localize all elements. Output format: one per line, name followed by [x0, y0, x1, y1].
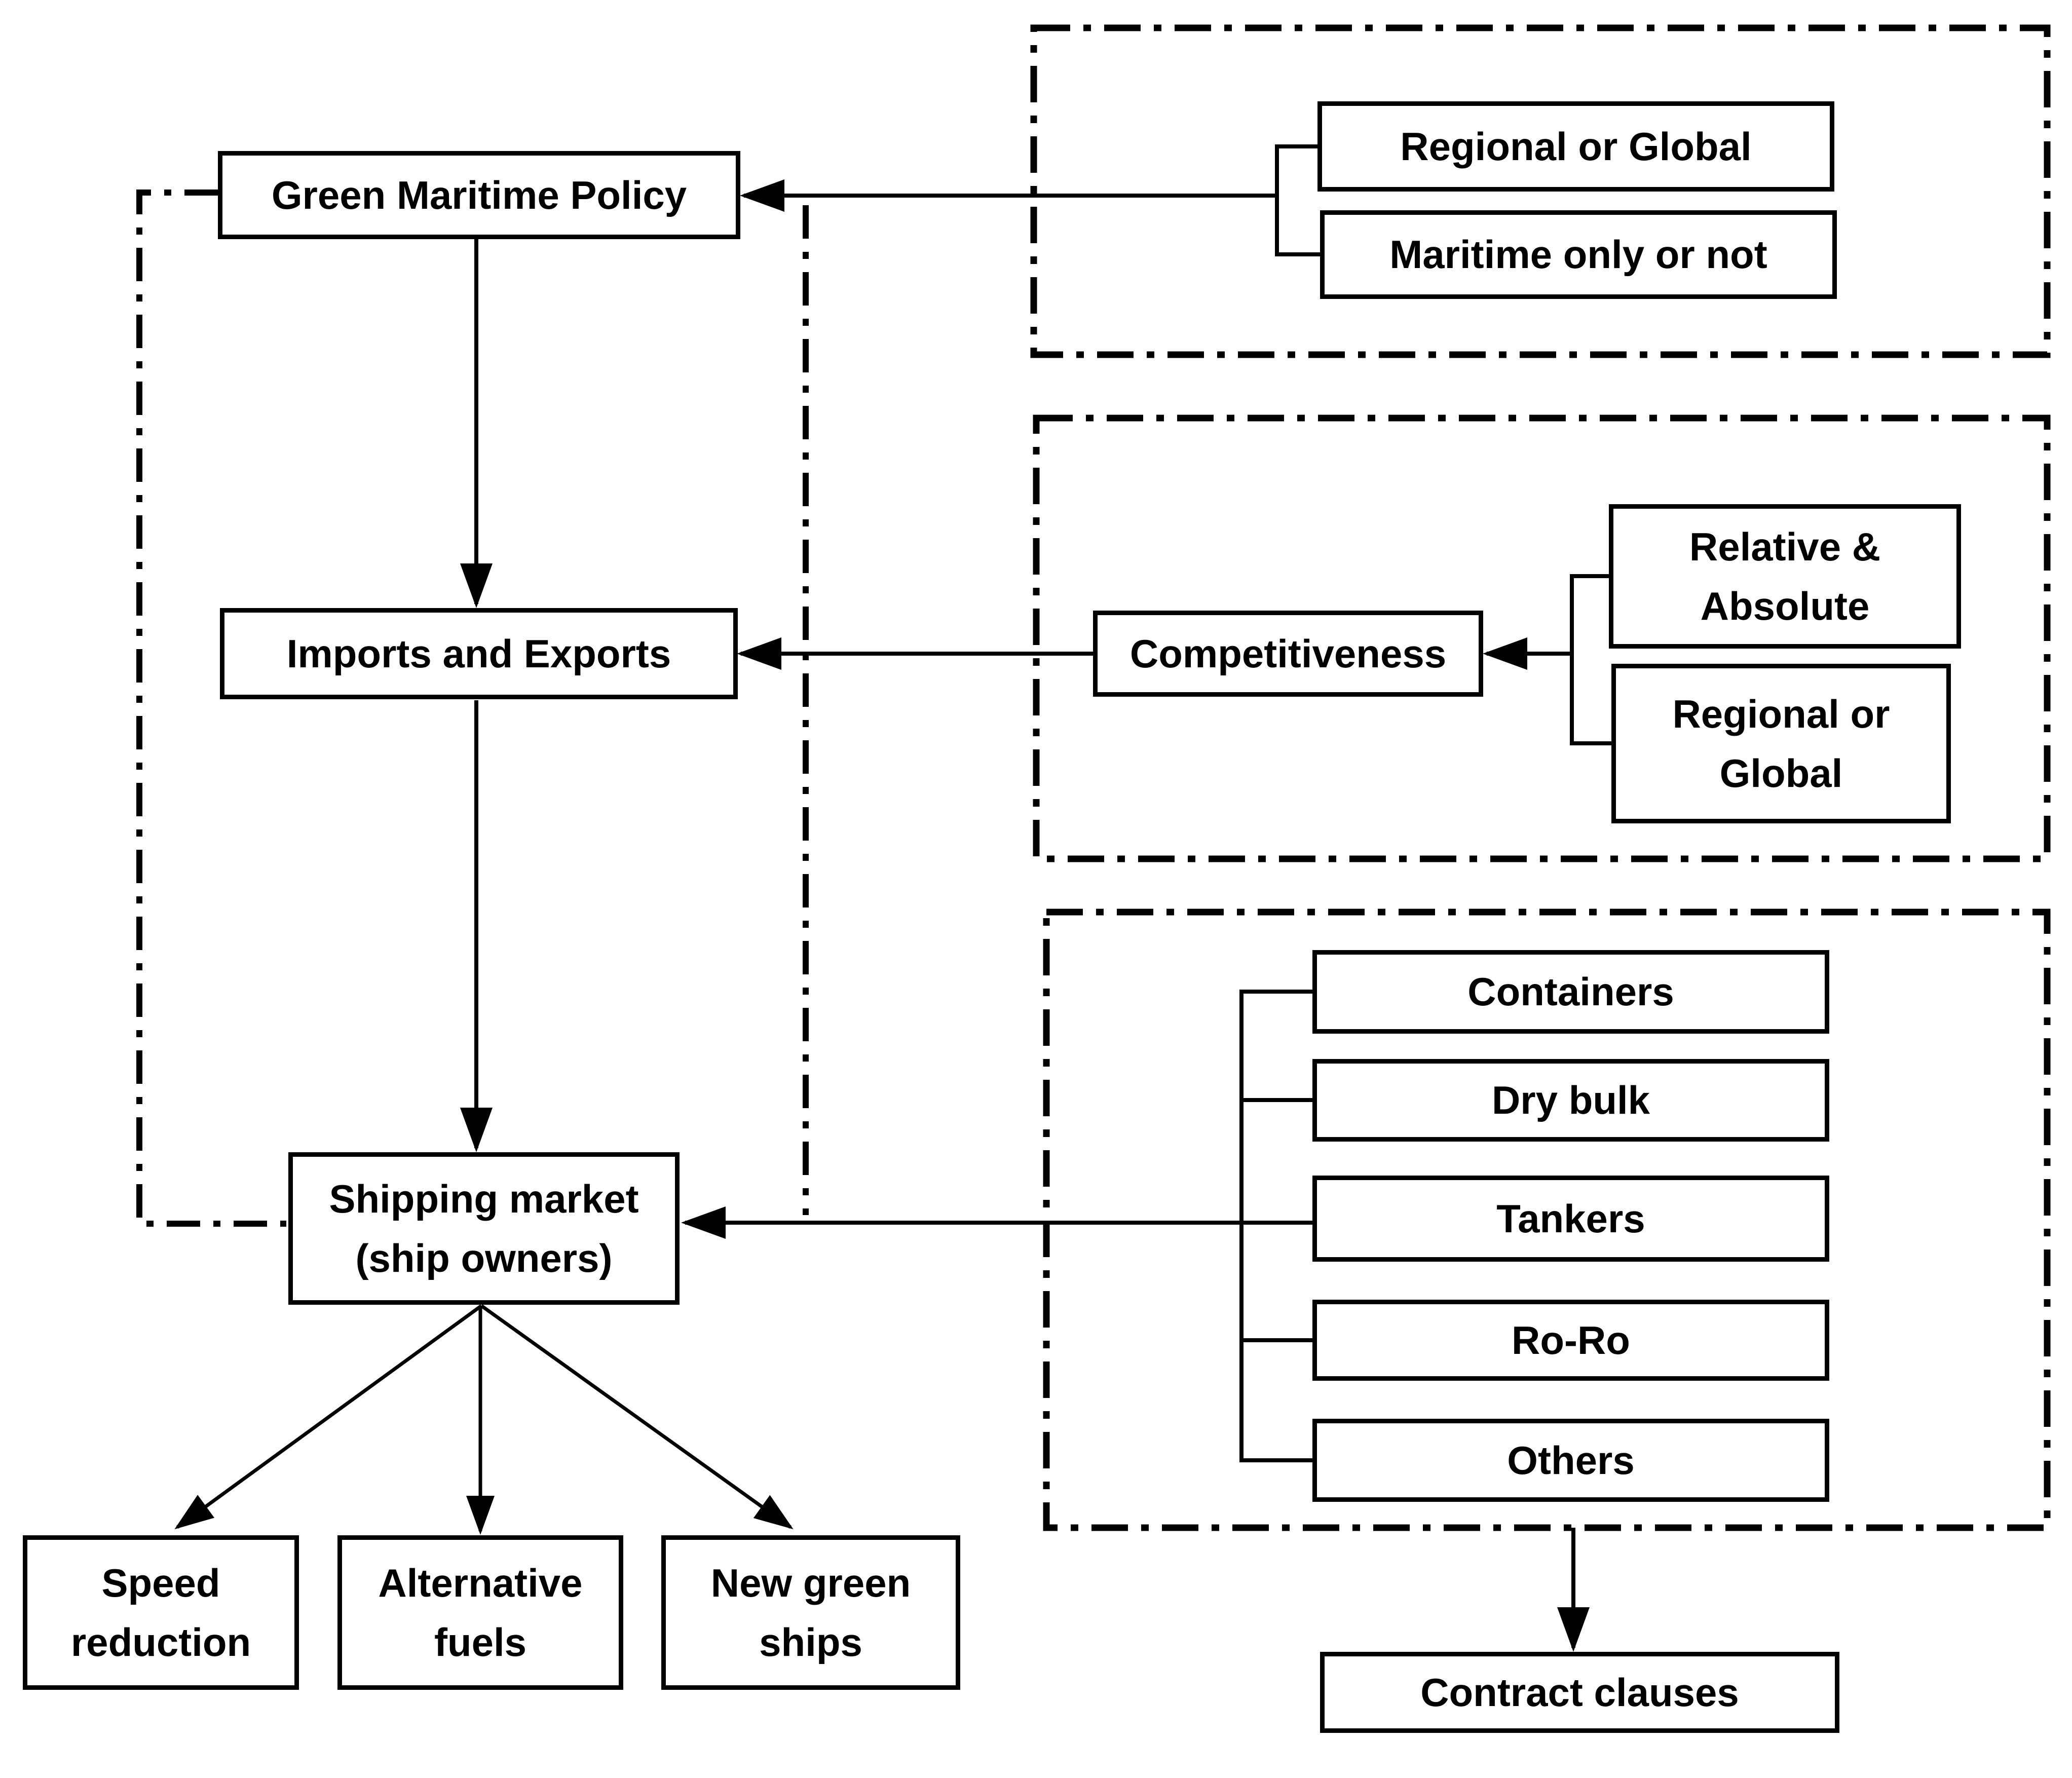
ship-types-bracket [1239, 990, 1312, 1462]
node-relative-and-absolute: Relative & Absolute [1609, 504, 1961, 649]
node-green-maritime-policy: Green Maritime Policy [218, 151, 740, 239]
node-shipping-market: Shipping market (ship owners) [288, 1152, 680, 1305]
ship-types-group-border [1043, 909, 2051, 1531]
node-tankers: Tankers [1312, 1176, 1829, 1262]
feedback-loop-left-line [136, 190, 286, 1227]
node-regional-or-global-competitiveness: Regional or Global [1611, 664, 1951, 823]
node-speed-reduction: Speed reduction [23, 1535, 299, 1690]
arrow-shipping-to-speed [174, 1304, 483, 1530]
node-alternative-fuels: Alternative fuels [337, 1535, 623, 1690]
node-imports-and-exports: Imports and Exports [220, 608, 738, 699]
node-ro-ro: Ro-Ro [1312, 1300, 1829, 1381]
node-dry-bulk: Dry bulk [1312, 1059, 1829, 1142]
node-contract-clauses: Contract clauses [1320, 1652, 1839, 1733]
node-maritime-only-or-not: Maritime only or not [1320, 210, 1837, 299]
competitiveness-group-border [1033, 414, 2051, 862]
policy-scope-bracket [1275, 144, 1321, 256]
node-competitiveness: Competitiveness [1093, 611, 1483, 697]
node-new-green-ships: New green ships [661, 1535, 960, 1690]
arrow-shipping-to-ships [480, 1304, 794, 1530]
policy-scope-group-border [1030, 24, 2051, 358]
node-others: Others [1312, 1419, 1829, 1502]
node-containers: Containers [1312, 950, 1829, 1034]
competitiveness-scope-bracket [1570, 574, 1611, 745]
node-regional-or-global-policy: Regional or Global [1317, 101, 1834, 192]
